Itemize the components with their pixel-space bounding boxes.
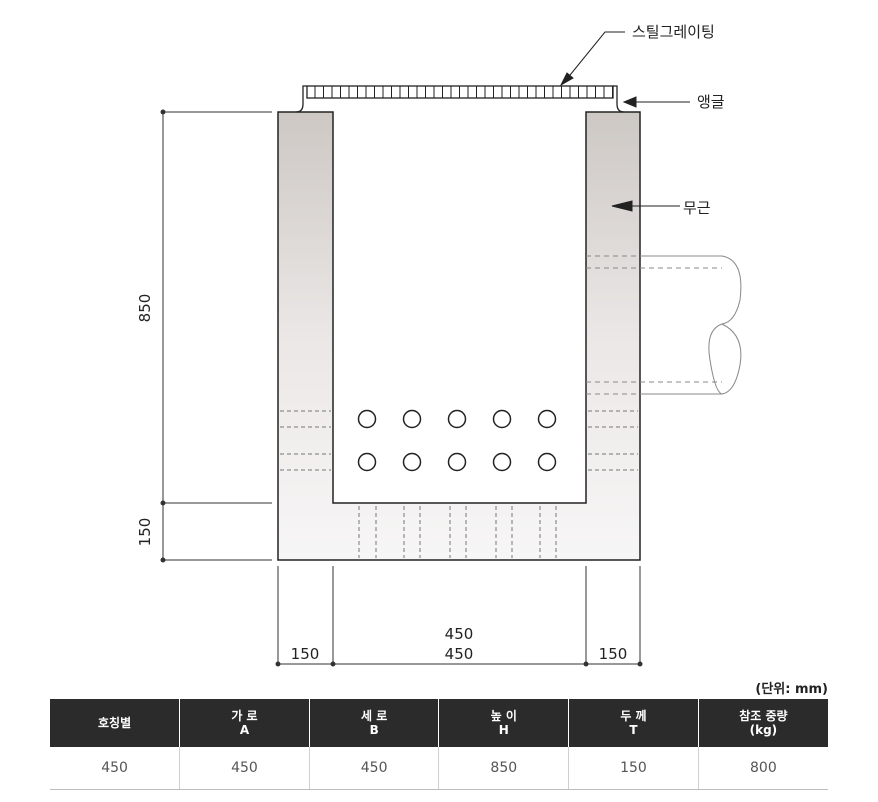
rebar-lines xyxy=(280,410,638,558)
wall-right-label: 150 xyxy=(599,645,628,663)
width-inner-bottom-label: 450 xyxy=(445,645,474,663)
table-cell: 450 xyxy=(50,747,180,790)
header-cell: 참조 중량(kg) xyxy=(697,699,828,747)
concrete-body xyxy=(277,111,641,561)
vertical-dimension xyxy=(160,109,272,563)
steel-grating xyxy=(306,85,614,99)
rebar-circles xyxy=(357,409,557,472)
table-cell: 150 xyxy=(568,747,699,790)
angle-label: 앵글 xyxy=(697,93,725,111)
angle-leader xyxy=(622,96,690,108)
table-cell: 850 xyxy=(438,747,569,790)
wall-left-label: 150 xyxy=(291,645,320,663)
table-cell: 800 xyxy=(697,747,828,790)
table-row: 450 450 450 850 150 800 xyxy=(50,747,828,790)
table-cell: 450 xyxy=(179,747,310,790)
table-cell: 450 xyxy=(308,747,439,790)
angle-left xyxy=(295,85,307,113)
unit-note: (단위: mm) xyxy=(755,682,828,697)
angle-right xyxy=(613,85,625,113)
body-label: 무근 xyxy=(683,199,711,217)
height-total-label: 850 xyxy=(136,294,154,323)
trench-cross-section-diagram: 스틸그레이팅 앵글 무근 850 150 450 450 150 150 xyxy=(136,23,742,667)
body-leader xyxy=(611,200,680,212)
horizontal-dimension xyxy=(275,566,643,667)
height-base-label: 150 xyxy=(136,518,154,547)
width-inner-top-label: 450 xyxy=(445,625,474,643)
header-cell: 호칭별 xyxy=(50,699,180,747)
grating-label: 스틸그레이팅 xyxy=(632,23,715,41)
pipe-outline xyxy=(586,255,742,395)
grating-leader xyxy=(559,31,625,87)
